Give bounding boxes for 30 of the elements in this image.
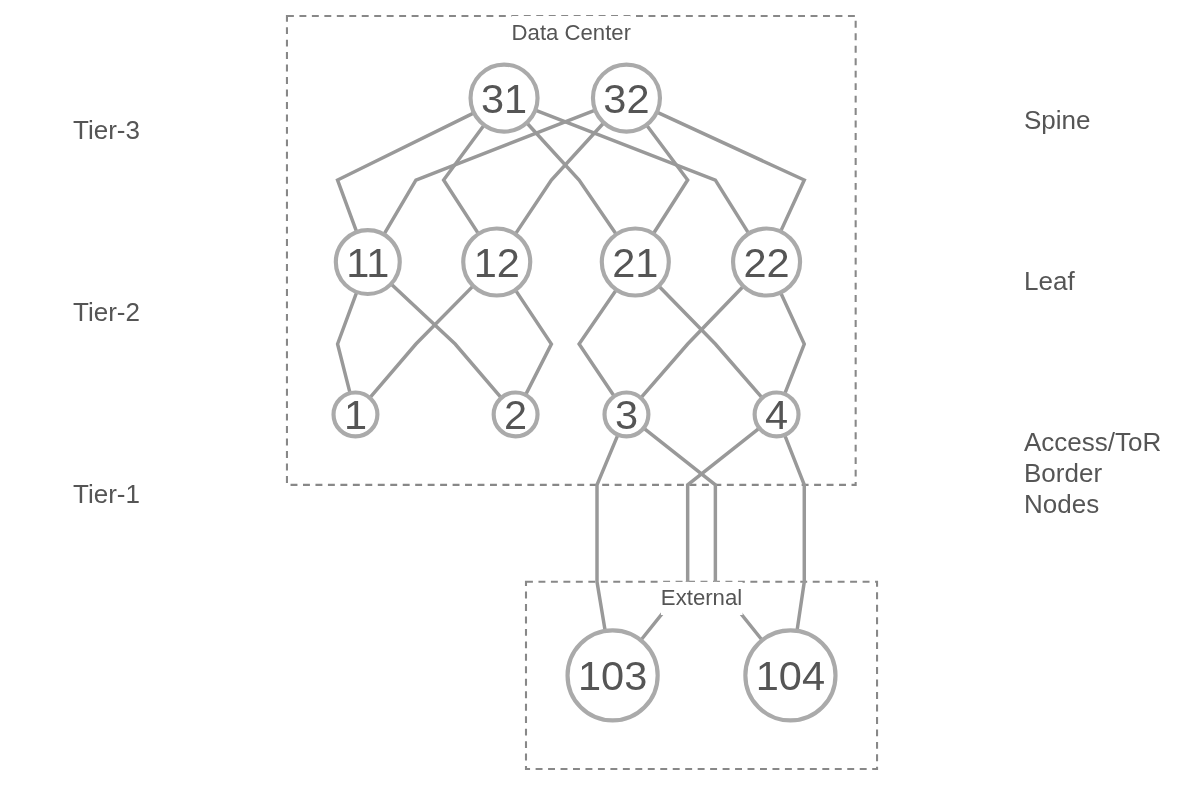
connector (525, 121, 618, 236)
connector (382, 108, 596, 236)
connector (657, 284, 764, 399)
node-circle: 21 (599, 226, 671, 298)
tier-label: Tier-3 (73, 115, 140, 147)
connector (513, 121, 606, 236)
connector (335, 111, 475, 233)
connector (639, 284, 745, 399)
layer-label: Leaf (1024, 266, 1075, 297)
connector (513, 288, 554, 396)
node-circle: 103 (565, 628, 660, 723)
node-circle: 32 (590, 62, 663, 134)
node-circle: 22 (730, 226, 803, 298)
connector (441, 124, 486, 235)
layer-label: Spine (1024, 105, 1091, 136)
node-circle: 104 (743, 628, 838, 723)
connector (645, 123, 690, 235)
connector (368, 284, 475, 399)
node-circle: 2 (491, 390, 540, 439)
tier-label: Tier-2 (73, 297, 140, 328)
node-circle: 12 (461, 226, 533, 298)
node-circle: 1 (331, 390, 380, 439)
node-circle: 3 (602, 390, 651, 439)
tier-label: Tier-1 (73, 478, 140, 510)
layer-label: Access/ToR Border Nodes (1024, 427, 1163, 520)
node-circle: 11 (333, 228, 402, 297)
connector (389, 282, 503, 399)
connector (577, 288, 618, 398)
node-circle: 4 (752, 390, 801, 439)
node-circle: 31 (468, 62, 540, 134)
